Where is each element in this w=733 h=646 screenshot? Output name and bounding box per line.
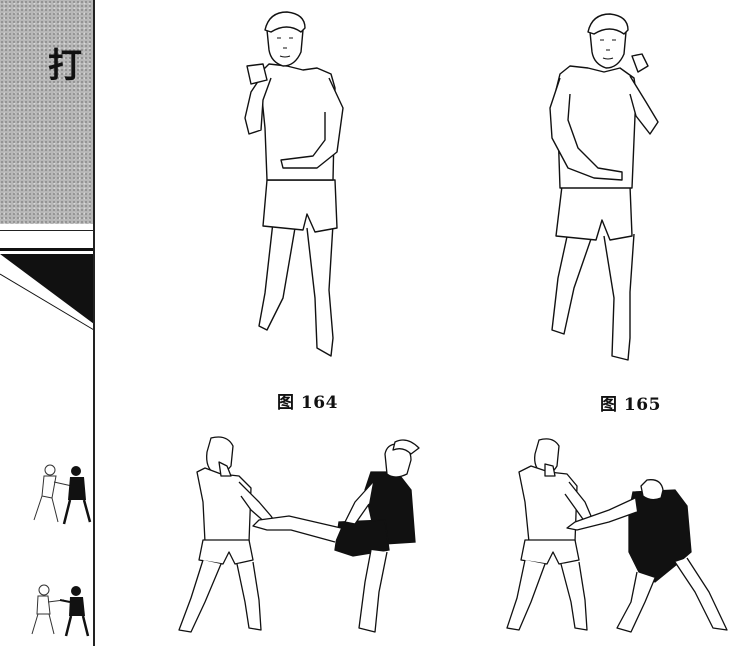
thumbnail-sparring-figure	[33, 464, 92, 525]
kick-sparring-illustration	[178, 436, 420, 633]
chapter-tab-background	[0, 0, 94, 224]
figure-165-caption: 图 165	[600, 395, 661, 415]
black-wedge-decoration	[0, 254, 95, 331]
thumbnail-sparring-figure	[31, 584, 90, 637]
margin-rule	[0, 230, 94, 231]
chapter-margin: 打	[0, 0, 95, 646]
block-sparring-illustration	[506, 438, 728, 633]
page-spine-line	[93, 0, 95, 646]
figure-164-caption: 图 164	[277, 393, 338, 413]
margin-rule-thick	[0, 248, 94, 251]
figure-164-illustration	[244, 11, 344, 357]
figure-165-illustration	[549, 13, 659, 361]
chapter-heading-char: 打	[48, 46, 82, 86]
